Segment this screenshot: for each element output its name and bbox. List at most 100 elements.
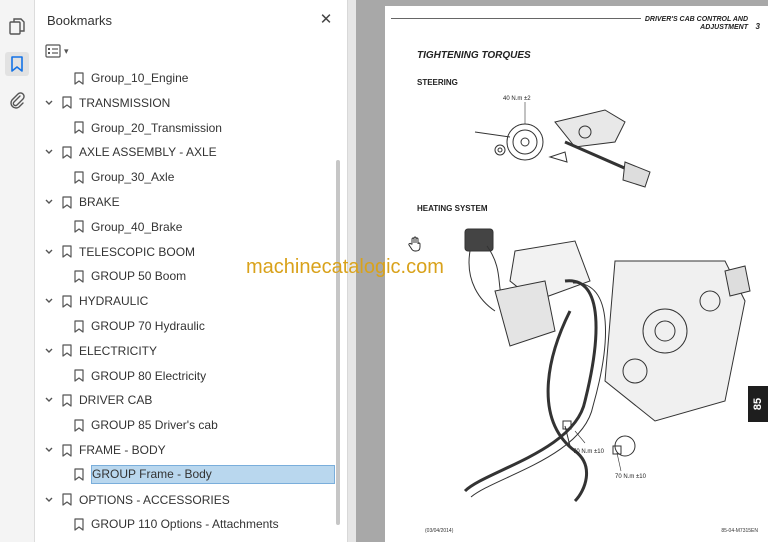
bookmark-label: GROUP Frame - Body [91,465,335,485]
bookmark-label: FRAME - BODY [79,443,166,457]
pages-thumbnails-button[interactable] [5,14,29,38]
bookmark-icon [73,71,85,85]
chevron-down-icon[interactable] [43,394,55,406]
bookmark-icon [73,269,85,283]
torque-steering-label: 40 N.m ±2 [503,96,531,102]
chevron-down-icon[interactable] [43,196,55,208]
bookmark-icon [61,443,73,457]
bookmark-label: GROUP 70 Hydraulic [91,319,205,333]
section-tab: 85 [748,386,768,422]
page-number: 3 [755,22,760,31]
bookmark-parent-item[interactable]: TRANSMISSION [35,91,335,115]
bookmark-child-item[interactable]: Group_20_Transmission [35,116,335,140]
bookmark-label: TRANSMISSION [79,95,171,110]
bookmark-child-item[interactable]: Group_10_Engine [35,66,335,90]
bookmark-parent-item[interactable]: BRAKE [35,190,335,214]
bookmark-label: HYDRAULIC [79,294,149,309]
heating-system-diagram [463,228,751,503]
chevron-down-icon[interactable] [43,295,55,307]
left-tool-rail [0,0,35,542]
bookmark-icon [61,493,73,507]
paperclip-icon [10,92,25,109]
bookmark-icon [61,145,73,159]
bookmark-label: BRAKE [79,195,120,209]
bookmark-label: AXLE ASSEMBLY - AXLE [79,145,217,160]
chevron-down-icon[interactable] [43,345,55,357]
close-icon: ✕ [319,11,333,28]
torque-heating-label-1: 70 N.m ±10 [573,449,604,455]
bookmark-icon [73,121,85,135]
bookmark-icon [61,96,73,110]
footer-date: (03/04/2014) [425,528,454,534]
bookmark-icon [73,220,85,234]
section-heating: HEATING SYSTEM [417,204,488,213]
bookmark-label: Group_40_Brake [91,219,183,234]
bookmark-label: GROUP 80 Electricity [91,368,207,383]
bookmark-icon [73,170,85,184]
bookmark-icon [73,319,85,333]
steering-diagram [474,102,651,188]
section-steering: STEERING [417,78,458,87]
bookmark-parent-item[interactable]: AXLE ASSEMBLY - AXLE [35,140,335,164]
bookmark-child-item[interactable]: GROUP 110 Options - Attachments [35,512,335,536]
bookmark-child-item[interactable]: GROUP 85 Driver's cab [35,413,335,437]
chevron-down-icon[interactable] [43,444,55,456]
header-rule [391,18,641,19]
bookmark-icon [73,517,85,531]
bookmark-label: Group_20_Transmission [91,120,222,135]
bookmark-child-item[interactable]: Group_30_Axle [35,165,335,189]
bookmark-icon [11,56,23,72]
bookmark-icon [61,393,73,407]
attachments-button[interactable] [5,88,29,112]
chevron-down-icon[interactable] [43,97,55,109]
bookmark-parent-item[interactable]: DRIVER CAB [35,388,335,412]
watermark-text: machinecatalogic.com [246,256,444,278]
bookmark-parent-item[interactable]: OPTIONS - ACCESSORIES [35,488,335,512]
page-header: DRIVER'S CAB CONTROL AND ADJUSTMENT 3 [644,16,760,32]
bookmark-label: Group_30_Axle [91,170,175,185]
header-line-1: DRIVER'S CAB CONTROL AND [644,16,748,23]
bookmark-label: GROUP 85 Driver's cab [91,418,218,433]
bookmark-icon [73,369,85,383]
close-panel-button[interactable]: ✕ [317,10,335,28]
chevron-down-icon: ▾ [64,45,69,56]
footer-reference: 85-04-M7315EN [721,528,758,534]
bookmark-label: GROUP 50 Boom [91,269,187,284]
chevron-down-icon[interactable] [43,246,55,258]
bookmark-child-item[interactable]: GROUP Frame - Body [35,463,335,487]
bookmark-label: DRIVER CAB [79,393,153,408]
chevron-down-icon[interactable] [43,494,55,506]
bookmark-icon [61,294,73,308]
panel-splitter[interactable] [347,0,356,542]
chevron-down-icon[interactable] [43,146,55,158]
bookmark-child-item[interactable]: GROUP 70 Hydraulic [35,314,335,338]
bookmark-icon [73,418,85,432]
bookmarks-panel-button[interactable] [5,52,29,76]
copy-pages-icon [9,18,25,35]
document-title: TIGHTENING TORQUES [417,50,531,61]
bookmark-label: GROUP 110 Options - Attachments [91,517,279,532]
tree-scrollbar[interactable] [336,160,340,525]
bookmark-child-item[interactable]: GROUP 80 Electricity [35,364,335,388]
document-viewer: DRIVER'S CAB CONTROL AND ADJUSTMENT 3 TI… [356,0,768,542]
bookmark-parent-item[interactable]: HYDRAULIC [35,289,335,313]
list-options-icon [45,44,61,58]
document-page: DRIVER'S CAB CONTROL AND ADJUSTMENT 3 TI… [385,6,768,542]
bookmark-icon [61,195,73,209]
bookmark-child-item[interactable]: GROUP 50 Boom [35,264,335,288]
bookmark-parent-item[interactable]: ELECTRICITY [35,339,335,363]
bookmark-child-item[interactable]: Group_40_Brake [35,215,335,239]
bookmark-label: ELECTRICITY [79,343,158,358]
section-tab-label: 85 [752,397,764,411]
header-line-2: ADJUSTMENT [700,24,748,31]
panel-title: Bookmarks [47,13,113,28]
bookmark-label: TELESCOPIC BOOM [79,244,196,259]
bookmark-label: OPTIONS - ACCESSORIES [79,492,230,507]
bookmark-parent-item[interactable]: FRAME - BODY [35,438,335,462]
bookmark-parent-item[interactable]: TELESCOPIC BOOM [35,240,335,264]
bookmark-label: Group_10_Engine [91,71,189,85]
bookmark-icon [61,344,73,358]
bookmark-options-button[interactable]: ▾ [45,40,75,62]
